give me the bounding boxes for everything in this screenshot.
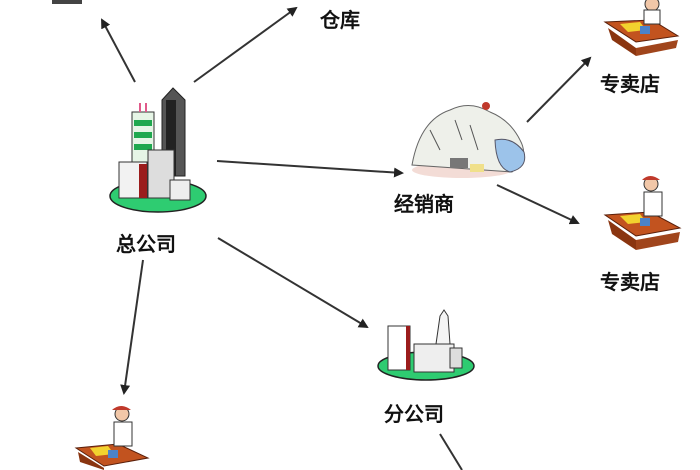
arrow-hq-to-bottom-store	[120, 259, 144, 395]
arrow-hq-to-branch	[217, 237, 369, 329]
arrow-hq-to-topleft	[101, 18, 136, 83]
store-top-label: 专卖店	[600, 72, 660, 96]
arrow-hq-to-distributor	[216, 160, 404, 178]
store-bottom-icon	[74, 406, 150, 470]
distributor-label: 经销商	[394, 192, 454, 216]
arrow-branch-to-offscreen	[439, 433, 463, 470]
store-top-icon	[603, 0, 680, 56]
store-mid-label: 专卖店	[600, 270, 660, 294]
partial-node-label	[52, 0, 82, 4]
arrow-hq-to-warehouse	[193, 6, 298, 83]
branch-label: 分公司	[384, 402, 444, 426]
store-mid-icon	[603, 176, 682, 250]
warehouse-label: 仓库	[320, 8, 360, 32]
arrow-distributor-to-store2	[496, 184, 580, 225]
arrow-distributor-to-store1	[526, 56, 592, 123]
hq-label: 总公司	[116, 232, 176, 256]
